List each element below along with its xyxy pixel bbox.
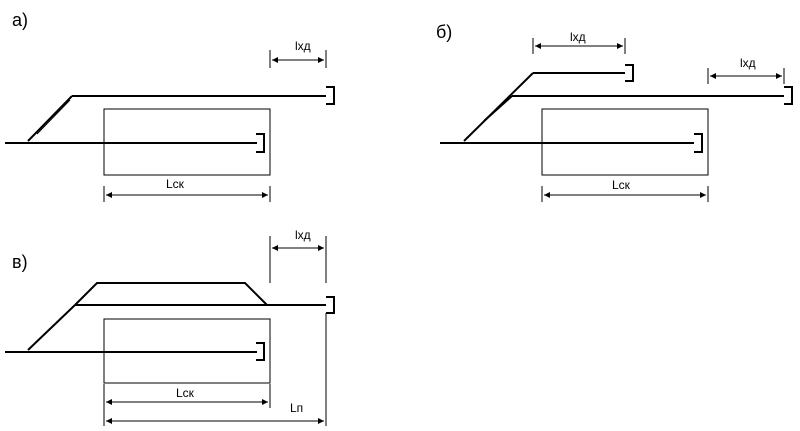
panel-b-top-stop bbox=[625, 64, 634, 82]
panel-a-switch-rail bbox=[36, 99, 71, 135]
panel-v-switch bbox=[27, 304, 76, 351]
panel-v-dim-lp-label: Lп bbox=[290, 401, 303, 415]
panel-v-dim-lsk-label: Lск bbox=[176, 386, 195, 400]
panel-a-dim-lsk-label: Lск bbox=[166, 177, 185, 191]
panel-a-main-stop bbox=[256, 133, 265, 153]
panel-b-switch-2 bbox=[483, 95, 513, 122]
panel-b-dim-lsk-label: Lск bbox=[612, 178, 631, 192]
panel-b: б) lхд lхд Lск bbox=[436, 22, 793, 202]
panel-a-label: а) bbox=[12, 10, 28, 30]
panel-v-dim-lhd-label: lхд bbox=[295, 228, 311, 242]
panel-a: а) lхд Lск bbox=[5, 10, 335, 202]
panel-b-middle-stop bbox=[784, 86, 793, 105]
panel-v-middle-stop bbox=[326, 296, 335, 314]
panel-b-platform bbox=[541, 108, 709, 176]
panel-v-platform bbox=[103, 318, 271, 384]
panel-a-platform bbox=[103, 108, 271, 176]
panel-a-dim-lhd-label: lхд bbox=[295, 39, 311, 53]
panel-v-label: в) bbox=[12, 252, 28, 272]
panel-v-bypass-track bbox=[74, 282, 268, 306]
panel-b-dim-lhd-2-label: lхд bbox=[740, 56, 756, 70]
panel-b-dim-lhd-1-label: lхд bbox=[570, 30, 586, 44]
panel-v: в) lхд Lск Lп bbox=[5, 228, 335, 426]
panel-b-label: б) bbox=[436, 22, 452, 42]
panel-a-switch bbox=[27, 95, 73, 142]
panel-b-main-stop bbox=[694, 133, 703, 153]
panel-a-upper-stop bbox=[326, 86, 335, 105]
panel-v-main-stop bbox=[256, 342, 265, 361]
